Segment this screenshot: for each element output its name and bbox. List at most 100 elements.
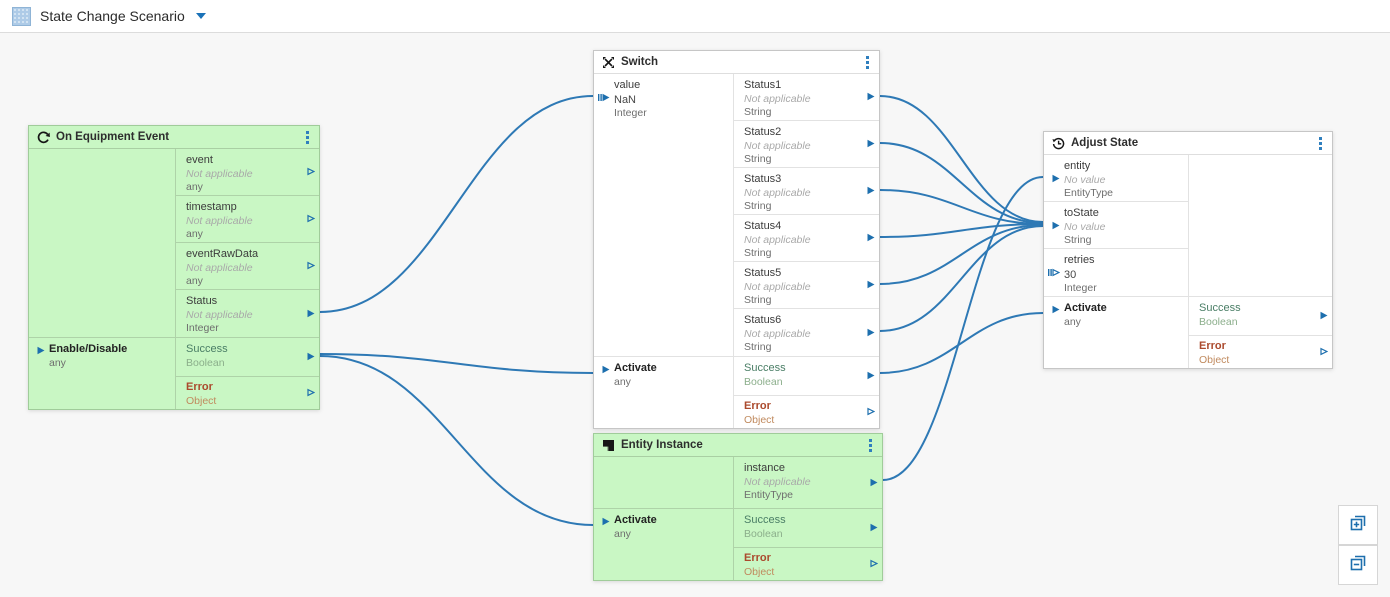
port-name: Status5 xyxy=(744,267,782,279)
port-Status1-arrow-icon[interactable] xyxy=(863,92,875,101)
port-entity-arrow-icon[interactable] xyxy=(1048,174,1060,183)
node-header-switch[interactable]: Switch xyxy=(594,51,879,74)
port-Success-arrow-icon[interactable] xyxy=(863,371,875,380)
port-Activate-arrow-icon[interactable] xyxy=(598,365,610,374)
wire-on-equipment-event.Success-to-switch.Activate[interactable] xyxy=(319,353,594,374)
port-Error-arrow-icon[interactable] xyxy=(1316,347,1329,356)
port-Status3-arrow-icon[interactable] xyxy=(863,186,875,195)
port-type: Boolean xyxy=(744,527,783,540)
port-type: String xyxy=(744,153,772,166)
port-Activate-arrow-icon[interactable] xyxy=(1048,305,1060,314)
port-type: String xyxy=(1064,234,1092,247)
port-Success-arrow-icon[interactable] xyxy=(866,523,878,532)
port-name: Error xyxy=(1199,340,1226,352)
port-type: any xyxy=(186,228,203,241)
kebab-menu-icon[interactable] xyxy=(861,53,874,72)
flow-left-empty xyxy=(594,395,733,428)
kebab-menu-icon[interactable] xyxy=(864,436,877,455)
wire-on-equipment-event.Status-to-switch.value[interactable] xyxy=(319,95,594,313)
port-name: entity xyxy=(1064,160,1091,172)
port-value: No value xyxy=(1064,220,1106,233)
port-type: any xyxy=(614,375,631,388)
port-toState-arrow-icon[interactable] xyxy=(1048,221,1060,230)
port-type: EntityType xyxy=(1064,187,1114,200)
port-event-arrow-icon[interactable] xyxy=(303,167,316,176)
wire-switch.Success-to-adjust-state.Activate[interactable] xyxy=(879,312,1044,374)
port-value: No value xyxy=(1064,173,1106,186)
wire-switch.Status6-to-adjust-state.toState[interactable] xyxy=(879,225,1044,332)
inputs-column xyxy=(594,457,734,508)
port-Status5-arrow-icon[interactable] xyxy=(863,280,875,289)
port-name: Status2 xyxy=(744,126,782,138)
port-Error-arrow-icon[interactable] xyxy=(303,388,316,397)
wire-switch.Status3-to-adjust-state.toState[interactable] xyxy=(879,189,1044,225)
port-Status2-arrow-icon[interactable] xyxy=(863,139,875,148)
node-title: Entity Instance xyxy=(621,439,703,451)
zoom-out-button[interactable] xyxy=(1338,545,1378,585)
port-Status4-arrow-icon[interactable] xyxy=(863,233,875,242)
caret-down-icon[interactable] xyxy=(195,13,206,19)
port-timestamp-arrow-icon[interactable] xyxy=(303,214,316,223)
wire-switch.Status2-to-adjust-state.toState[interactable] xyxy=(879,142,1044,224)
wire-entity-instance.instance-to-adjust-state.entity[interactable] xyxy=(882,176,1044,481)
port-retries-arrow-icon[interactable] xyxy=(1048,268,1061,277)
node-header-on-equipment-event[interactable]: On Equipment Event xyxy=(29,126,319,149)
port-name: Error xyxy=(186,381,213,393)
port-Error-arrow-icon[interactable] xyxy=(863,407,876,416)
wire-switch.Status4-to-adjust-state.toState[interactable] xyxy=(879,223,1044,238)
wire-switch.Status1-to-adjust-state.toState[interactable] xyxy=(879,95,1044,223)
port-Success-arrow-icon[interactable] xyxy=(1316,311,1328,320)
port-Activate-arrow-icon[interactable] xyxy=(598,517,610,526)
zoom-in-button[interactable] xyxy=(1338,505,1378,545)
wire-on-equipment-event.Success-to-entity-instance.Activate[interactable] xyxy=(319,355,594,526)
kebab-menu-icon[interactable] xyxy=(1314,134,1327,153)
flow-left-empty xyxy=(29,376,175,409)
port-Success-arrow-icon[interactable] xyxy=(303,352,315,361)
port-type: Boolean xyxy=(744,375,783,388)
node-title: Switch xyxy=(621,56,659,68)
port-name: Error xyxy=(744,552,771,564)
node-header-entity-instance[interactable]: Entity Instance xyxy=(594,434,882,457)
wire-switch.Status5-to-adjust-state.toState[interactable] xyxy=(879,224,1044,285)
port-Error-arrow-icon[interactable] xyxy=(866,559,879,568)
node-title: Adjust State xyxy=(1071,137,1139,149)
scenario-header-bar: State Change Scenario xyxy=(0,0,1390,33)
port-Status-arrow-icon[interactable] xyxy=(303,309,315,318)
kebab-menu-icon[interactable] xyxy=(301,128,314,147)
port-type: String xyxy=(744,341,772,354)
node-header-adjust-state[interactable]: Adjust State xyxy=(1044,132,1332,155)
port-Enable/Disable-arrow-icon[interactable] xyxy=(33,346,45,355)
port-value-arrow-icon[interactable] xyxy=(598,93,610,102)
port-Status6-arrow-icon[interactable] xyxy=(863,328,875,337)
port-type: any xyxy=(1064,315,1081,328)
port-instance-arrow-icon[interactable] xyxy=(866,478,878,487)
port-name: Success xyxy=(1199,302,1241,314)
port-value: Not applicable xyxy=(744,327,811,340)
port-eventRawData-arrow-icon[interactable] xyxy=(303,261,316,270)
